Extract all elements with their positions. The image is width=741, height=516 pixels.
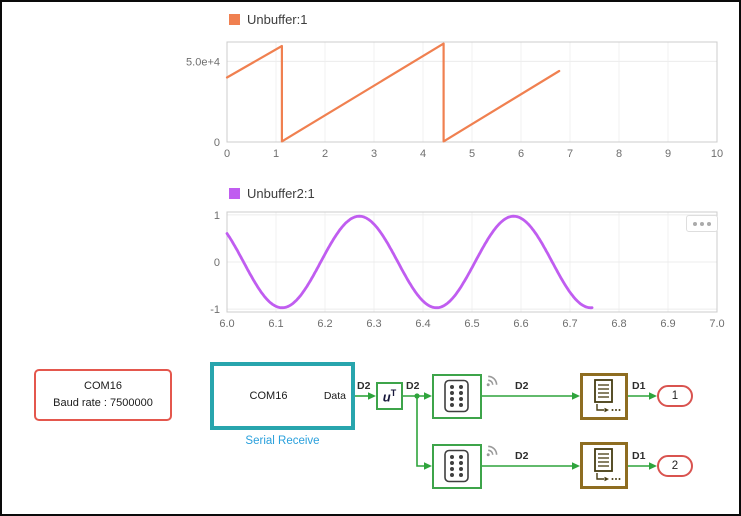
chart1-legend-label: Unbuffer:1: [247, 12, 308, 27]
svg-text:6.9: 6.9: [660, 318, 675, 330]
config-line2: Baud rate : 7500000: [53, 397, 153, 409]
signal-label: D2: [406, 380, 420, 392]
unbuffer2-plot[interactable]: 6.0 6.1 6.2 6.3 6.4 6.5 6.6 6.7 6.8 6.9 7.0 -1 0 1: [172, 200, 732, 345]
svg-text:6.4: 6.4: [415, 318, 430, 330]
svg-text:-1: -1: [210, 304, 220, 316]
svg-text:7: 7: [567, 148, 573, 160]
svg-text:0: 0: [214, 257, 220, 269]
signal-label: D2: [357, 380, 371, 392]
svg-text:2: 2: [322, 148, 328, 160]
arrowhead: [649, 462, 657, 470]
serial-receive-caption: Serial Receive: [245, 435, 320, 447]
arrowhead: [572, 392, 580, 400]
svg-text:3: 3: [371, 148, 377, 160]
svg-text:6.7: 6.7: [562, 318, 577, 330]
serial-receive-block[interactable]: COM16 Data: [210, 362, 355, 430]
ellipsis-icon: [693, 221, 697, 226]
chart2-legend: Unbuffer2:1: [229, 186, 315, 201]
svg-text:6.6: 6.6: [513, 318, 528, 330]
svg-text:6.1: 6.1: [268, 318, 283, 330]
arrowhead: [649, 392, 657, 400]
wireless-io-block-2[interactable]: [432, 444, 482, 489]
svg-text:5.0e+4: 5.0e+4: [186, 56, 220, 68]
signal-label: D1: [632, 450, 646, 462]
config-line1: COM16: [84, 379, 122, 392]
outport-1[interactable]: 1: [657, 385, 693, 407]
signal-label: D2: [515, 380, 529, 392]
chart1-legend-swatch: [229, 14, 240, 25]
arrowhead: [424, 462, 432, 470]
arrowhead: [572, 462, 580, 470]
svg-text:8: 8: [616, 148, 622, 160]
outport-2-label: 2: [671, 460, 679, 472]
write-file-icon: [594, 379, 621, 413]
write-file-icon: [594, 448, 621, 482]
unbuffer1-plot[interactable]: 0 1 2 3 4 5 6 7 8 9 10 0 5.0e+4: [172, 32, 732, 167]
data-write-block-1[interactable]: [580, 373, 628, 420]
pin-grid-icon: [444, 379, 469, 413]
svg-text:7.0: 7.0: [709, 318, 724, 330]
pin-grid-icon: [444, 449, 469, 483]
chart1-legend: Unbuffer:1: [229, 12, 307, 27]
serial-data-port-label: Data: [323, 390, 346, 402]
wireless-io-block-1[interactable]: [432, 374, 482, 419]
svg-text:6.3: 6.3: [366, 318, 381, 330]
outport-2[interactable]: 2: [657, 455, 693, 477]
arrowhead: [368, 392, 376, 400]
svg-text:6.0: 6.0: [219, 318, 234, 330]
svg-text:5: 5: [469, 148, 475, 160]
svg-text:10: 10: [711, 148, 723, 160]
svg-text:9: 9: [665, 148, 671, 160]
serial-receive-title: COM16: [249, 390, 288, 402]
svg-text:6.5: 6.5: [464, 318, 479, 330]
svg-text:4: 4: [420, 148, 426, 160]
svg-text:1: 1: [273, 148, 279, 160]
wireless-icon: [486, 445, 498, 457]
transpose-label: uT: [382, 387, 397, 405]
chart2-legend-swatch: [229, 188, 240, 199]
outport-1-label: 1: [671, 390, 679, 402]
arrowhead: [424, 392, 432, 400]
svg-text:0: 0: [214, 137, 220, 149]
transpose-block[interactable]: uT: [376, 382, 403, 410]
signal-wire-branch: [416, 396, 424, 467]
chart2-legend-label: Unbuffer2:1: [247, 186, 315, 201]
svg-text:6: 6: [518, 148, 524, 160]
svg-text:6.2: 6.2: [317, 318, 332, 330]
svg-text:1: 1: [214, 210, 220, 222]
branch-dot: [414, 393, 420, 399]
svg-text:0: 0: [224, 148, 230, 160]
svg-text:6.8: 6.8: [611, 318, 626, 330]
data-write-block-2[interactable]: [580, 442, 628, 489]
serial-configuration-block[interactable]: COM16 Baud rate : 7500000: [34, 369, 172, 421]
signal-label: D2: [515, 450, 529, 462]
chart-options-button[interactable]: [686, 215, 718, 232]
signal-label: D1: [632, 380, 646, 392]
wireless-icon: [486, 375, 498, 387]
